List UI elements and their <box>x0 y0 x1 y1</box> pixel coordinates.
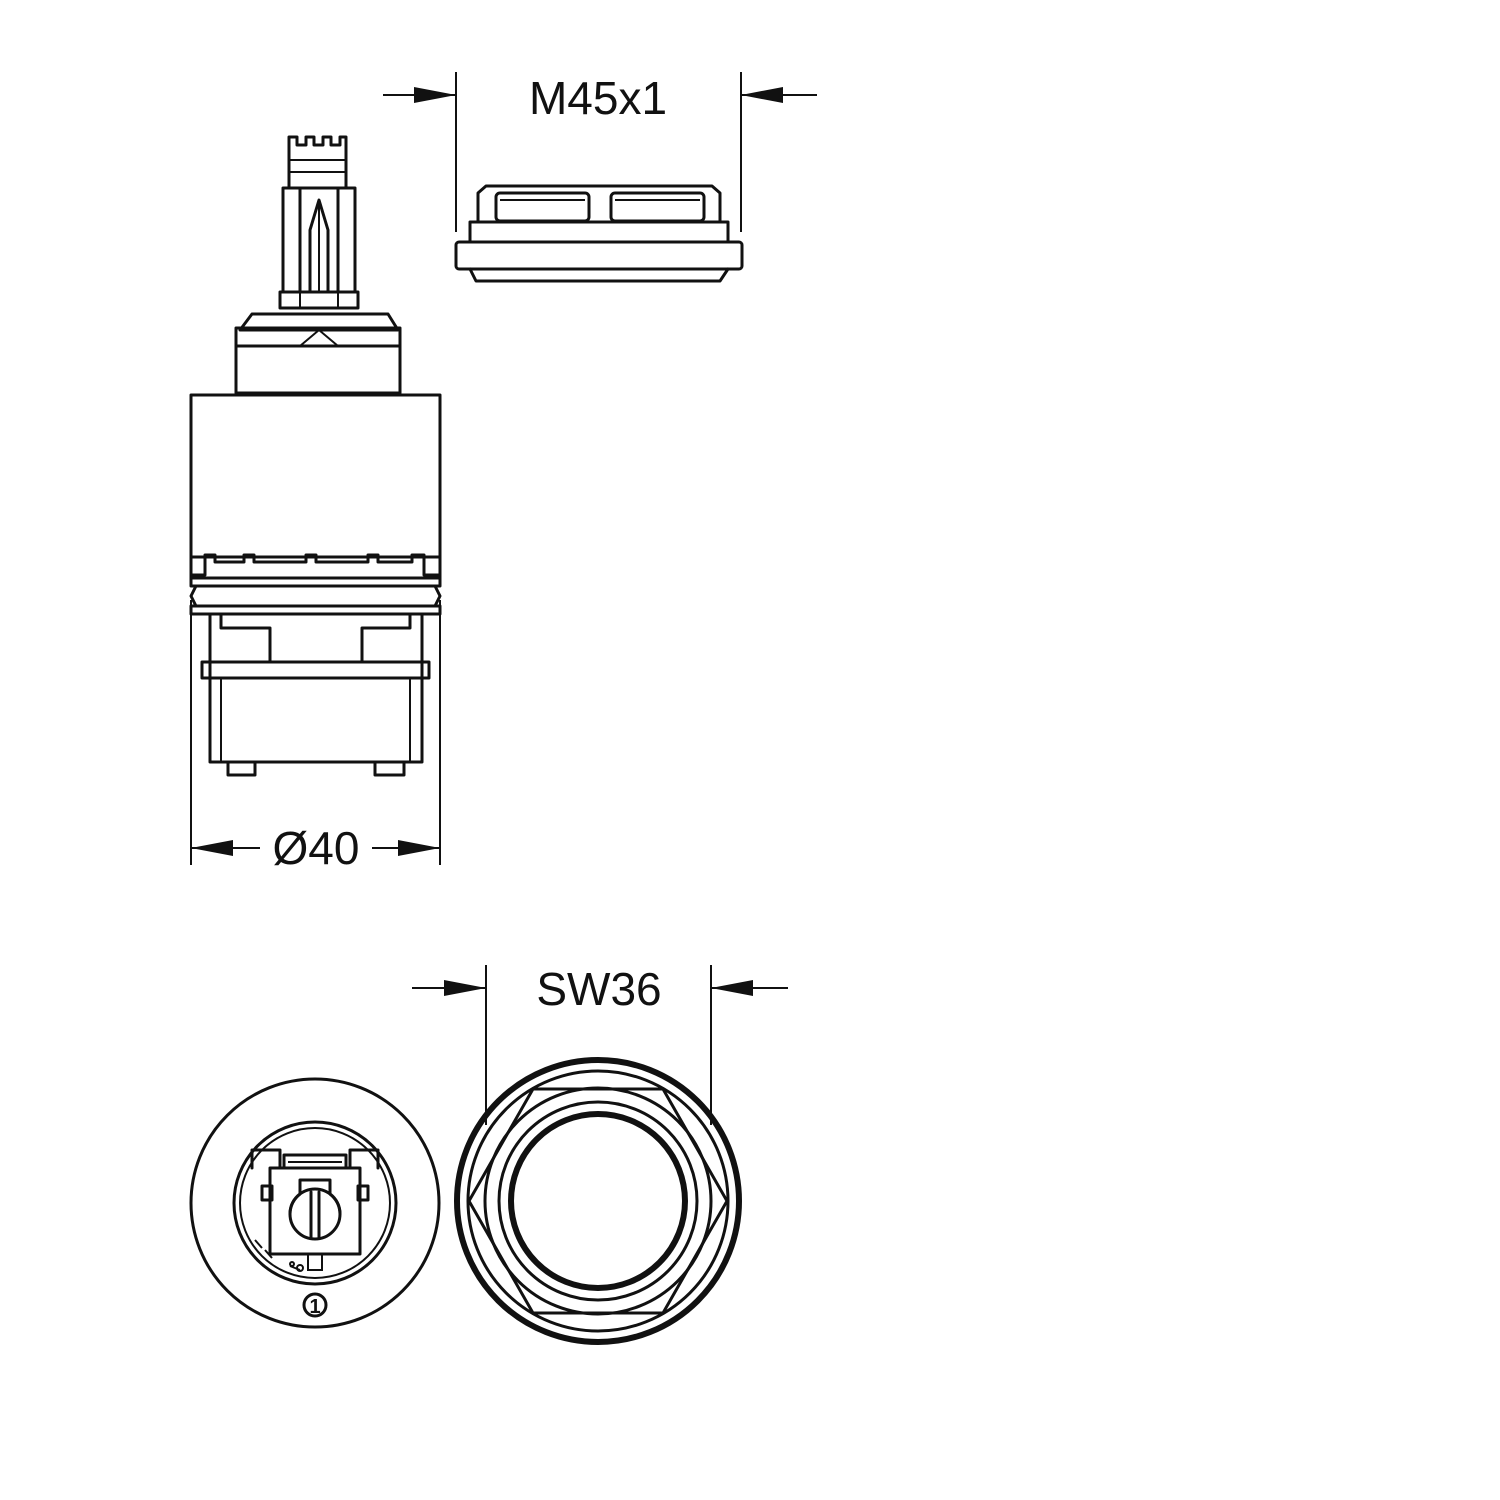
thread-label: M45x1 <box>529 72 667 124</box>
nut-side-view <box>454 184 744 283</box>
nut-top-view <box>454 1057 742 1345</box>
diameter-dimension: Ø40 <box>190 600 441 874</box>
cartridge-side-view <box>189 135 442 777</box>
wrench-size-label: SW36 <box>536 963 661 1015</box>
position-mark-label: 1 <box>309 1296 320 1318</box>
diameter-label: Ø40 <box>273 822 360 874</box>
wrench-size-dimension: SW36 <box>412 963 788 1125</box>
cartridge-top-view: 1 <box>189 1077 441 1329</box>
thread-dimension: M45x1 <box>383 72 817 232</box>
